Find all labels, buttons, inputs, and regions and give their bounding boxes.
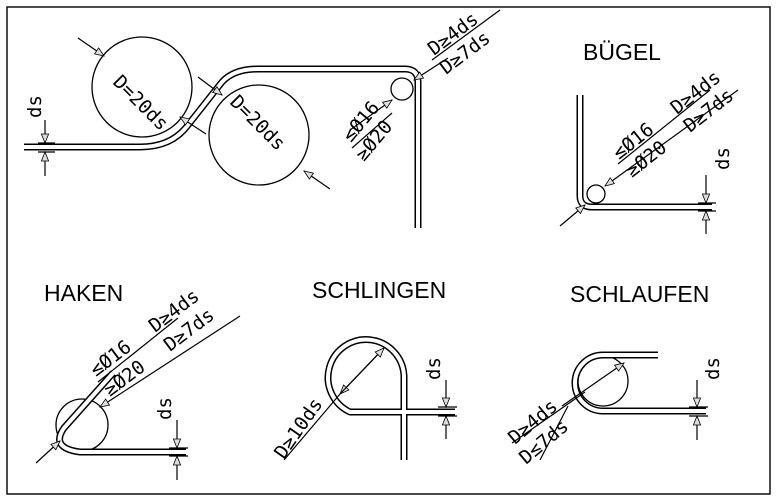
title-schlingen: SCHLINGEN [312,277,446,303]
ds-label-haken: ds [154,397,176,420]
outer-frame [6,6,771,495]
bend-circle-right [208,84,310,186]
schlingen-d-ge-10ds: D≥10ds [270,394,327,463]
mandrel-circle-small [390,77,414,101]
schlaufen-figure: SCHLAUFEN D≥4ds D≤7ds ds [504,281,724,469]
s-bend-figure: ds D=20ds D=20ds D≥4ds D≥7ds ≤Ø16 ≥Ø20 [24,8,501,228]
title-schlaufen: SCHLAUFEN [570,281,709,307]
ds-label-top: ds [24,95,46,118]
title-haken: HAKEN [44,280,123,306]
buegel-figure: BÜGEL ≤Ø16 D≥4ds ≥Ø20 D≥7ds ds [559,39,739,234]
bend-circle-left [91,36,193,138]
title-buegel: BÜGEL [583,39,661,65]
buegel-mandrel [586,184,606,204]
ds-label-schlaufen: ds [702,357,724,380]
haken-figure: HAKEN ≤Ø16 D≥4ds ≥Ø20 D≥7ds ds [35,280,241,480]
ds-label-buegel: ds [712,147,734,170]
ds-label-schlingen: ds [423,357,445,380]
schlingen-figure: SCHLINGEN D≥10ds ds [270,277,457,463]
